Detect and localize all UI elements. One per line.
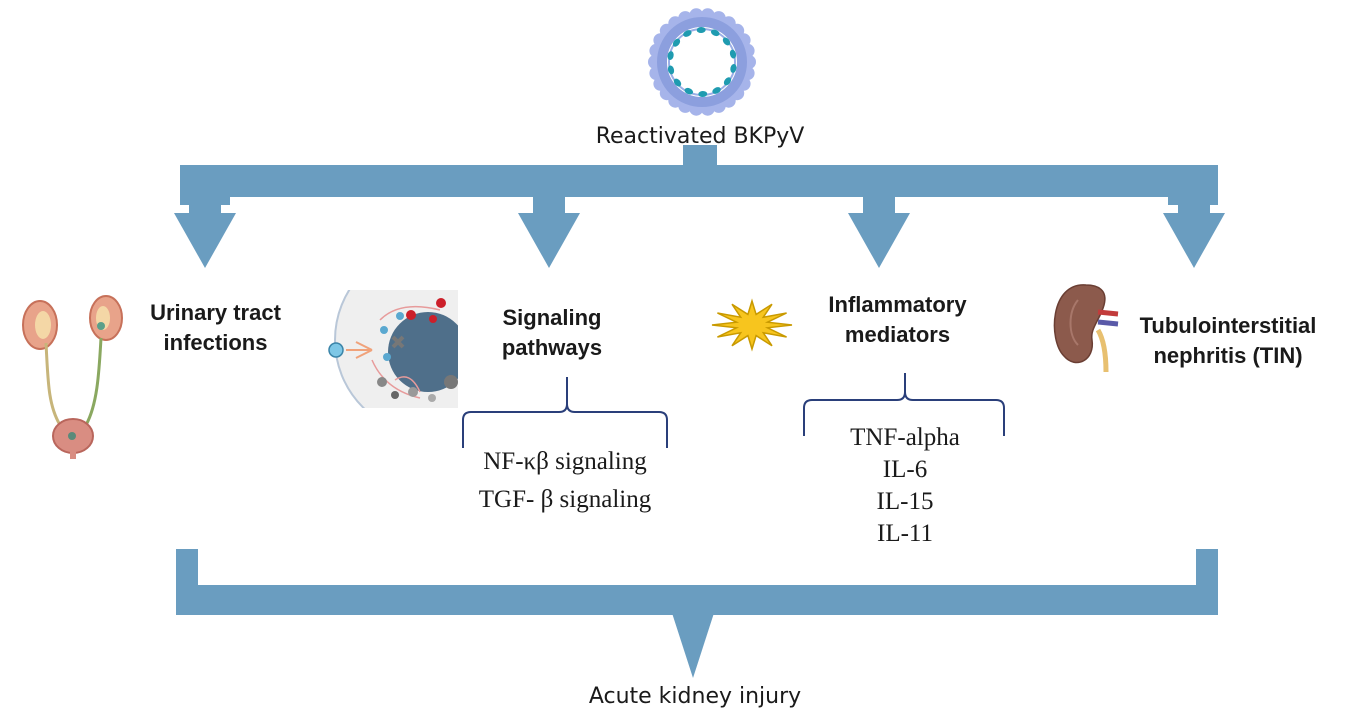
inflammatory-item: TNF-alpha [850,424,960,451]
virus-capsomere [722,37,731,46]
virus-capsomere [667,65,675,75]
down-arrow-3 [848,195,910,268]
top-label: Reactivated BKPyV [595,124,805,149]
top-horizontal-bar [180,165,1218,197]
kidney-icon [1053,284,1119,373]
urinary-tract-icon [22,295,123,459]
virus-capsomere [712,87,721,94]
inflammatory-item: IL-6 [882,456,928,483]
virus-capsomere [673,78,682,87]
cell-signaling-icon [328,290,458,408]
bottom-down-arrow [672,613,714,678]
branch-title-uti: Urinary tract infections [128,298,303,358]
branch-title-inflammatory-line-1: Inflammatory [828,292,967,317]
virus-icon [648,8,756,116]
virus-capsomere [723,77,732,86]
down-arrow-4 [1163,195,1225,268]
signaling-item: TGF- β signaling [478,486,652,513]
branch-title-signaling: Signaling pathways [482,303,622,363]
branch-title-tin-line-2: nephritis (TIN) [1153,343,1303,368]
virus-capsomere [672,38,681,47]
bottom-label: Acute kidney injury [588,684,802,709]
inflammatory-brace [803,373,1005,436]
virus-capsomere [683,30,692,37]
top-arrow-connector [174,145,1225,268]
branch-title-tin-line-1: Tubulointerstitial [1139,313,1317,338]
signaling-brace [462,377,668,448]
virus-capsomere [729,49,737,59]
virus-capsomere [698,90,708,98]
down-arrow-2 [518,195,580,268]
down-arrow-1 [174,195,236,268]
virus-capsomere [684,87,694,95]
inflammatory-item: IL-11 [877,520,933,547]
signaling-item: NF-κβ signaling [483,448,647,475]
bottom-horizontal-bar [176,585,1218,615]
branch-title-tin: Tubulointerstitial nephritis (TIN) [1118,311,1338,371]
branch-title-uti-line-2: infections [163,330,268,355]
virus-capsomere [696,26,706,34]
signaling-items: NF-κβ signaling TGF- β signaling [450,446,680,515]
branch-title-signaling-line-1: Signaling [502,305,602,330]
virus-capsomere [710,29,720,37]
branch-title-uti-line-1: Urinary tract [150,300,281,325]
bottom-merge-connector [176,549,1218,678]
branch-title-inflammatory: Inflammatory mediators [805,290,990,350]
virus-capsomere [667,51,674,61]
starburst-icon [711,298,793,352]
branch-title-inflammatory-line-2: mediators [844,322,951,347]
branch-title-signaling-line-2: pathways [501,335,603,360]
inflammatory-item: IL-15 [876,488,934,515]
virus-capsomere [730,63,737,73]
inflammatory-items: TNF-alpha IL-6 IL-15 IL-11 [810,422,1000,550]
